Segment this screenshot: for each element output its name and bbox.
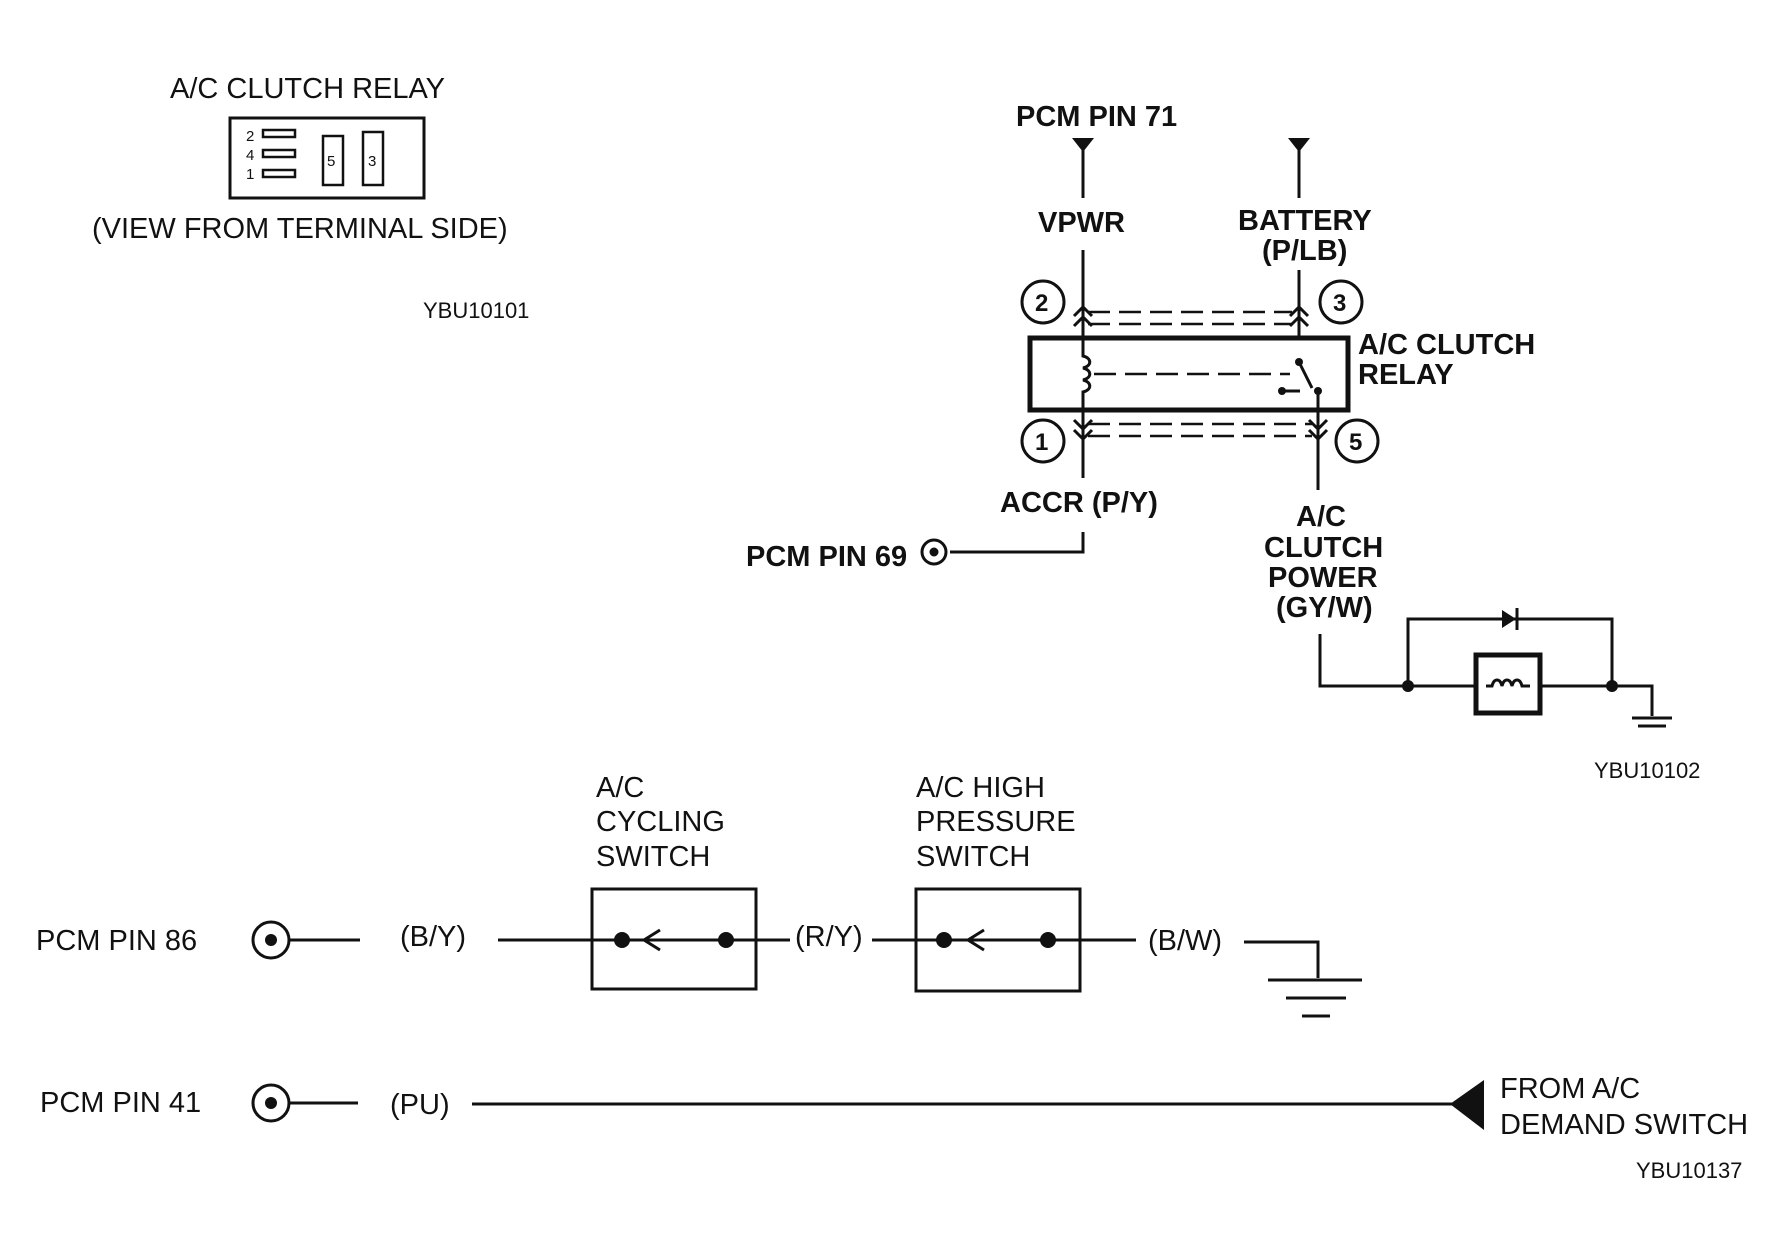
wire-ry-label: (R/Y) [795, 921, 863, 953]
relay-view-caption: (VIEW FROM TERMINAL SIDE) [92, 213, 508, 245]
clutch-power-wire-lower [1318, 634, 1408, 688]
hp-switch-contact-left [936, 932, 952, 948]
relay-view-title: A/C CLUTCH RELAY [170, 73, 445, 105]
clutch-coil-icon [1486, 678, 1530, 688]
demand-switch-connector-icon [1450, 1080, 1484, 1130]
clutch-power-line-1: A/C [1296, 501, 1346, 533]
wire-by-label: (B/Y) [400, 921, 466, 953]
pcm-pin-71-connector [1072, 138, 1094, 152]
relay-terminal-view: A/C CLUTCH RELAY 2 4 1 5 3 (VIEW FROM TE… [92, 73, 529, 323]
pin-slot-3 [361, 130, 385, 187]
wire-pu-label: (PU) [390, 1089, 450, 1121]
terminal-3-connector-mark [1288, 304, 1310, 328]
terminal-5-circle [1334, 418, 1380, 464]
pin-slot-2 [261, 128, 297, 139]
relay-circuit: PCM PIN 71 VPWR BATTERY (P/LB) 2 3 [746, 101, 1700, 783]
switch-circuit: PCM PIN 86 (B/Y) A/C CYCLING SWITCH (R/Y… [36, 772, 1748, 1183]
pin-label-1: 1 [246, 166, 254, 183]
battery-label: BATTERY [1238, 205, 1372, 237]
accr-label: ACCR (P/Y) [1000, 487, 1158, 519]
accr-wire-lower [950, 532, 1085, 554]
hp-switch-arrow-icon [965, 928, 985, 952]
terminal-1-label: 1 [1035, 429, 1048, 456]
cycling-switch-line-3: SWITCH [596, 841, 710, 873]
relay-label-line-1: A/C CLUTCH [1358, 329, 1535, 361]
pin-label-5: 5 [327, 153, 335, 170]
demand-switch-line-2: DEMAND SWITCH [1500, 1109, 1748, 1141]
relay-label-line-2: RELAY [1358, 359, 1454, 391]
relay-coil [1081, 338, 1092, 410]
switch-blade [1297, 361, 1314, 389]
pin-slot-4 [261, 148, 297, 159]
figure-code-ybu10102: YBU10102 [1594, 758, 1700, 783]
diode-icon [1502, 610, 1516, 628]
clutch-coil-box [1473, 652, 1543, 716]
pcm-pin-41-dot [265, 1097, 277, 1109]
pin-slot-5 [321, 134, 345, 187]
battery-color-label: (P/LB) [1262, 235, 1347, 267]
cycling-switch-contact-right [718, 932, 734, 948]
wire-bw [1244, 940, 1320, 978]
terminal-5-label: 5 [1349, 429, 1362, 456]
figure-code-ybu10101: YBU10101 [423, 298, 529, 323]
figure-code-ybu10137: YBU10137 [1636, 1158, 1742, 1183]
clutch-ground-wire [1612, 684, 1654, 716]
wire-bw-label: (B/W) [1148, 925, 1222, 957]
hp-switch-line-2: PRESSURE [916, 806, 1076, 838]
pcm-pin-69-connector [920, 538, 948, 566]
relay-body [1027, 335, 1351, 413]
pin-label-3: 3 [368, 153, 376, 170]
hp-switch-contact-right [1040, 932, 1056, 948]
relay-connector-outline [228, 116, 426, 200]
pcm-pin-69-dot [929, 547, 939, 557]
pcm-pin-86-label: PCM PIN 86 [36, 925, 197, 957]
cycling-switch-line-2: CYCLING [596, 806, 725, 838]
cycling-switch-arrow-icon [641, 928, 661, 952]
clutch-power-line-3: POWER [1268, 562, 1378, 594]
pin-label-4: 4 [246, 147, 254, 164]
clutch-power-line-2: CLUTCH [1264, 532, 1383, 564]
pin-slot-1 [261, 168, 297, 179]
hp-switch-line-3: SWITCH [916, 841, 1030, 873]
pcm-pin-71-label: PCM PIN 71 [1016, 101, 1177, 133]
pcm-pin-41-label: PCM PIN 41 [40, 1087, 201, 1119]
pin-label-2: 2 [246, 128, 254, 145]
cycling-switch-contact-left [614, 932, 630, 948]
battery-connector [1288, 138, 1310, 152]
clutch-power-line-4: (GY/W) [1276, 592, 1373, 624]
pcm-pin-86-dot [265, 934, 277, 946]
terminal-3-label: 3 [1333, 290, 1346, 317]
vpwr-label: VPWR [1038, 207, 1125, 239]
hp-switch-line-1: A/C HIGH [916, 772, 1045, 804]
demand-switch-line-1: FROM A/C [1500, 1073, 1640, 1105]
terminal-2-label: 2 [1035, 290, 1048, 317]
pcm-pin-69-label: PCM PIN 69 [746, 541, 907, 573]
terminal-2-circle [1020, 279, 1066, 325]
cycling-switch-line-1: A/C [596, 772, 644, 804]
terminal-1-circle [1020, 418, 1066, 464]
terminal-3-circle [1318, 279, 1364, 325]
